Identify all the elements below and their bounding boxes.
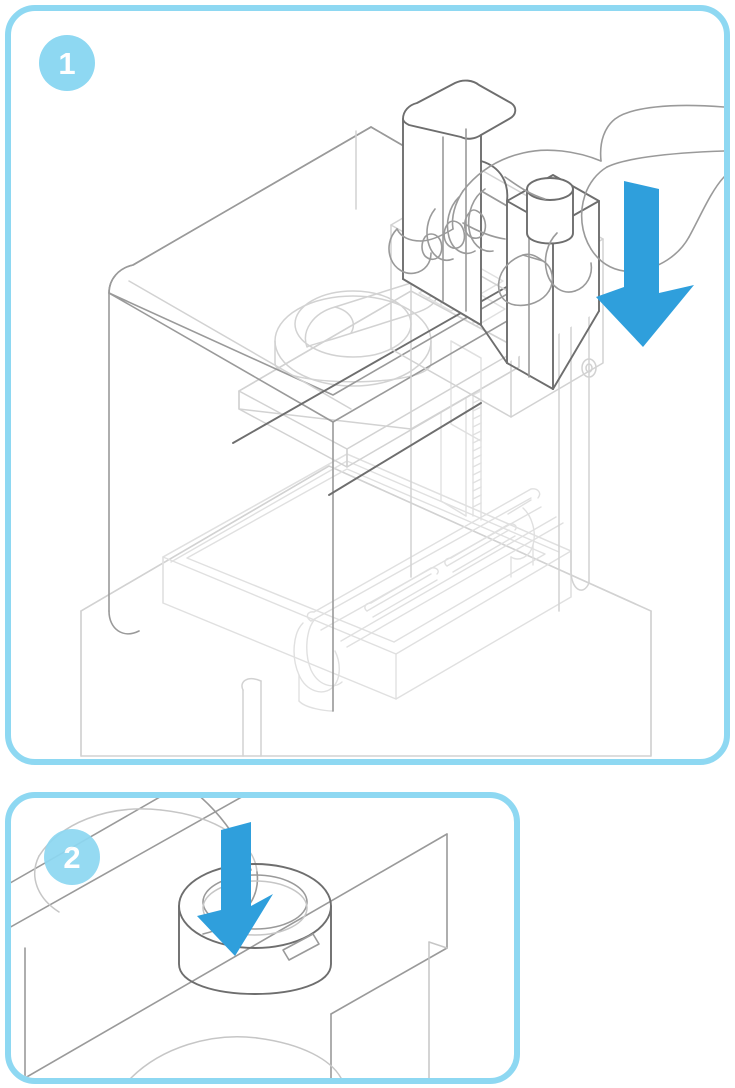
vent-cap-tab xyxy=(282,933,320,961)
step-2-panel: .d2 { fill:none; stroke:#6e6e6e; stroke-… xyxy=(5,792,520,1084)
step-1-panel: .dk { fill:none; stroke:#6e6e6e; stroke-… xyxy=(5,5,730,765)
step-2-illustration: .d2 { fill:none; stroke:#6e6e6e; stroke-… xyxy=(11,798,448,1078)
step-1-illustration: .dk { fill:none; stroke:#6e6e6e; stroke-… xyxy=(80,79,724,757)
vent-cap xyxy=(178,863,332,995)
step-1-badge: 1 xyxy=(39,35,95,91)
cartridge-vent-cap xyxy=(526,177,574,245)
insert-down-arrow xyxy=(596,181,694,347)
hand xyxy=(388,104,724,307)
press-down-arrow xyxy=(197,822,273,956)
step-2-badge: 2 xyxy=(44,829,100,885)
